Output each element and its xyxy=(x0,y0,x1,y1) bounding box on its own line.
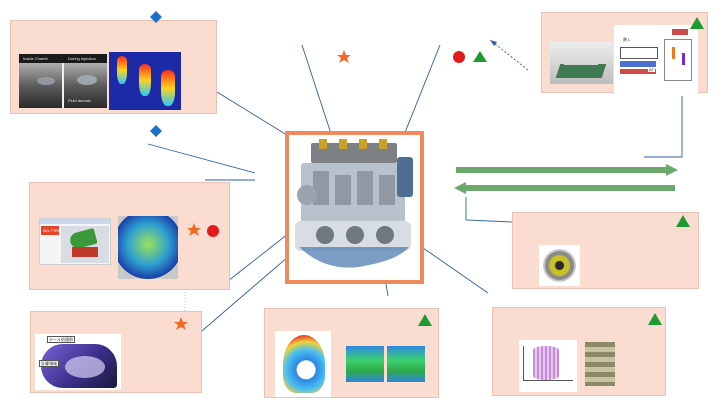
connector-right-bracket xyxy=(644,96,683,158)
triangle-marker xyxy=(418,314,432,326)
diamond-marker xyxy=(150,11,162,23)
dashed-link-arrowhead xyxy=(490,40,497,46)
spray-chamber-photo: Inside Chamb During Injection Fluid doma… xyxy=(19,54,107,108)
spray-intensity-map xyxy=(109,52,181,110)
triangle-marker xyxy=(473,51,487,62)
deformation-plot xyxy=(519,340,577,392)
triangle-marker xyxy=(676,215,690,227)
triangle-marker xyxy=(690,17,704,29)
star-marker xyxy=(174,317,188,330)
label-inside-chamber: Inside Chamb xyxy=(23,56,48,61)
panel-deformation xyxy=(492,307,666,396)
panel-structural-analysis xyxy=(264,308,439,398)
thermal-network-diagram: 熱 L ΔT xyxy=(614,25,698,93)
label-mesh-domain: 計算領域 xyxy=(39,360,59,367)
turbocharger-image xyxy=(539,245,580,286)
panel-cfd-simulation: AVL FIRE xyxy=(29,182,230,290)
triangle-marker xyxy=(648,313,662,325)
dashed-link-top-right xyxy=(489,39,529,71)
label-thermal-a: 熱 L xyxy=(622,37,632,42)
temperature-map-a xyxy=(346,346,384,382)
crankshaft-stress-map xyxy=(275,331,331,397)
label-during-injection: During Injection xyxy=(68,56,96,61)
circle-marker xyxy=(207,225,219,237)
connector-right-lower xyxy=(465,197,513,223)
engine-image-frame xyxy=(285,131,424,284)
panel-thermal-analysis: 熱 L ΔT xyxy=(541,12,708,93)
arrow-left-head xyxy=(454,182,466,194)
label-mesh-note: テール処理前 xyxy=(47,336,75,343)
cfd-software-screenshot: AVL FIRE xyxy=(39,218,111,265)
temperature-map-b xyxy=(387,346,425,382)
arrow-right-head xyxy=(666,164,678,176)
line-mid-left-a xyxy=(147,143,256,174)
engine-cutaway-illustration xyxy=(295,139,413,268)
diamond-marker xyxy=(150,125,162,137)
label-fluid-domain: Fluid domain xyxy=(68,98,91,103)
star-marker xyxy=(337,50,351,63)
mesh-visualization: テール処理前 計算領域 xyxy=(35,334,121,390)
panel-spray-imaging: Inside Chamb During Injection Fluid doma… xyxy=(10,20,217,114)
label-cfd-software: AVL FIRE xyxy=(43,228,61,233)
heat-device-photo xyxy=(550,42,613,84)
circle-marker xyxy=(453,51,465,63)
star-marker xyxy=(187,223,201,236)
label-thermal-b: ΔT xyxy=(648,67,656,72)
cfd-flow-visualization xyxy=(118,216,178,279)
cylinder-liner-image xyxy=(585,342,615,386)
panel-turbocharger xyxy=(512,212,699,289)
line-top-center xyxy=(301,44,336,147)
panel-mesh-domain: テール処理前 計算領域 xyxy=(30,311,202,393)
